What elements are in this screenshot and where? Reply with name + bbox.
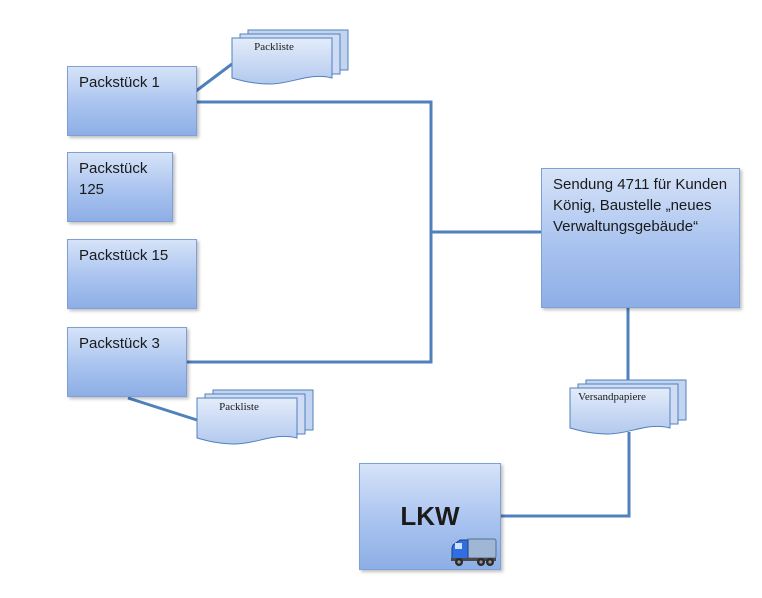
package-label: Packstück 3 bbox=[79, 335, 160, 352]
package-label: Packstück 15 bbox=[79, 247, 169, 264]
shipping-documents-label: Versandpapiere bbox=[578, 391, 646, 403]
shipping-documents: Versandpapiere bbox=[569, 379, 687, 442]
document-stack-icon bbox=[231, 29, 349, 85]
connector-package1-shipment bbox=[187, 100, 433, 364]
connector-package3-packlist bbox=[127, 396, 198, 422]
packlist-label: Packliste bbox=[219, 401, 259, 413]
packlist-document-bottom: Packliste bbox=[196, 389, 314, 452]
truck-box: LKW bbox=[359, 463, 501, 570]
connector-package1-packlist bbox=[195, 62, 233, 93]
connector-docs-truck bbox=[501, 432, 631, 518]
packlist-document-top: Packliste bbox=[231, 29, 349, 92]
shipment-box: Sendung 4711 für Kunden König, Baustelle… bbox=[541, 168, 740, 308]
package-box-125: Packstück 125 bbox=[67, 152, 173, 222]
package-label: Packstück 125 bbox=[79, 160, 148, 198]
shipment-label: Sendung 4711 für Kunden König, Baustelle… bbox=[553, 176, 728, 235]
document-stack-icon bbox=[196, 389, 314, 445]
truck-icon bbox=[451, 538, 497, 566]
truck-label: LKW bbox=[400, 501, 460, 531]
document-stack-icon bbox=[569, 379, 687, 435]
package-box-1: Packstück 1 bbox=[67, 66, 197, 136]
package-label: Packstück 1 bbox=[79, 74, 160, 91]
package-box-15: Packstück 15 bbox=[67, 239, 197, 309]
packlist-label: Packliste bbox=[254, 41, 294, 53]
package-box-3: Packstück 3 bbox=[67, 327, 187, 397]
